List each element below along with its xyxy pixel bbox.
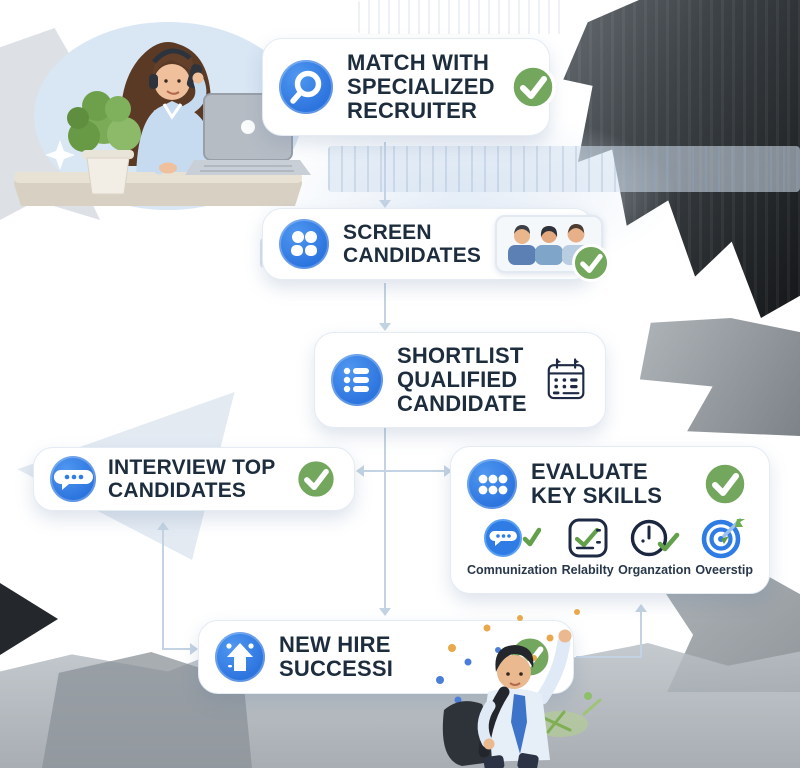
- arrowhead-down-2: [379, 323, 391, 331]
- arrowhead-left: [356, 465, 364, 477]
- candidates-photo: [495, 215, 611, 282]
- connector-step1-step2: [384, 142, 386, 202]
- checkbox-check-icon: [567, 517, 609, 559]
- connector-step4-step5: [364, 470, 444, 472]
- step-label: SCREEN CANDIDATES: [343, 220, 482, 267]
- step-label: INTERVIEW TOP CANDIDATES: [108, 455, 276, 502]
- step-label: SHORTLIST QUALIFIED CANDIDATE: [397, 342, 527, 417]
- step-card-new-hire-success: NEW HIRE SUCCESSI: [198, 620, 574, 694]
- skill-label: Comnunization: [467, 563, 558, 577]
- check-icon: [702, 461, 748, 507]
- connector-step3-step6: [384, 428, 386, 610]
- arrowhead-down-3: [379, 608, 391, 616]
- people-icon: [279, 219, 329, 269]
- calendar-icon: [547, 358, 585, 400]
- person-rise-icon: [215, 632, 265, 682]
- search-icon: [279, 60, 333, 114]
- skill-label: Organzation: [618, 563, 691, 577]
- bg-tick-band-top: [358, 0, 562, 34]
- step-card-interview-candidates: INTERVIEW TOP CANDIDATES: [33, 447, 355, 511]
- step-label: NEW HIRE SUCCESSI: [279, 631, 394, 681]
- connector-step2-step3: [384, 283, 386, 325]
- target-dart-icon: [700, 517, 748, 559]
- bg-blob-bottom-left: [0, 583, 58, 655]
- chat-check-icon: [483, 517, 542, 559]
- step-card-evaluate-skills: EVALUATE KEY SKILLS Comnunization: [450, 446, 770, 594]
- evaluate-header: EVALUATE KEY SKILLS: [467, 459, 753, 509]
- check-icon: [509, 64, 556, 110]
- dots-grid-icon: [467, 459, 517, 509]
- step-card-screen-candidates: SCREEN CANDIDATES: [262, 208, 611, 282]
- step-card-match-recruiter: MATCH WITH SPECIALIZED RECRUITER: [262, 38, 556, 136]
- check-icon: [508, 635, 552, 679]
- arrowhead-down-1: [379, 200, 391, 208]
- skill-label: Oveerstip: [695, 563, 753, 577]
- step-label: MATCH WITH SPECIALIZED RECRUITER: [347, 49, 495, 124]
- skill-overstep: Oveerstip: [695, 517, 753, 577]
- connector-elbow-left-h: [162, 648, 190, 650]
- bg-blob-right-mid: [639, 318, 800, 436]
- skill-label: Relabilty: [561, 563, 614, 577]
- bg-blob-top-left: [0, 28, 155, 220]
- skill-reliability: Relabilty: [562, 517, 614, 577]
- clock-check-icon: [629, 517, 681, 559]
- list-icon: [331, 354, 383, 406]
- connector-step6-step5-v: [640, 612, 642, 658]
- step-card-shortlist-candidate: SHORTLIST QUALIFIED CANDIDATE: [314, 332, 606, 428]
- check-icon: [572, 244, 611, 282]
- skills-row: Comnunization Relabilty: [467, 513, 753, 577]
- arrowhead-right-2: [190, 643, 198, 655]
- chat-icon: [50, 456, 96, 502]
- skill-organization: Organzation: [618, 517, 691, 577]
- bg-tick-band-1: [328, 146, 800, 192]
- arrowhead-up-2: [635, 604, 647, 612]
- arrowhead-up-1: [157, 522, 169, 530]
- step-label: EVALUATE KEY SKILLS: [531, 458, 663, 508]
- connector-elbow-left-v: [162, 530, 164, 650]
- connector-step6-step5-h: [576, 656, 642, 658]
- skill-communication: Comnunization: [467, 517, 557, 577]
- check-icon: [295, 458, 337, 500]
